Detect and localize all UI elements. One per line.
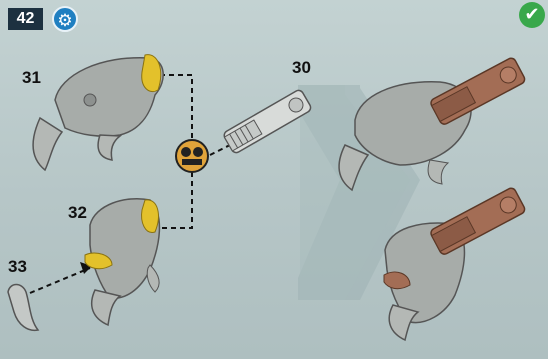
part-32-claw <box>85 199 159 325</box>
part-label-31: 31 <box>22 68 41 88</box>
part-31-claw <box>33 55 163 170</box>
dual-connection-icon <box>176 140 208 172</box>
check-icon: ✔ <box>519 2 545 28</box>
assembled-bottom <box>384 187 526 340</box>
step-number: 42 <box>8 8 43 30</box>
part-label-33: 33 <box>8 257 27 277</box>
gear-icon: ⚙ <box>52 6 78 32</box>
part-30-barrel <box>222 89 312 155</box>
part-label-30: 30 <box>292 58 311 78</box>
part-label-32: 32 <box>68 203 87 223</box>
